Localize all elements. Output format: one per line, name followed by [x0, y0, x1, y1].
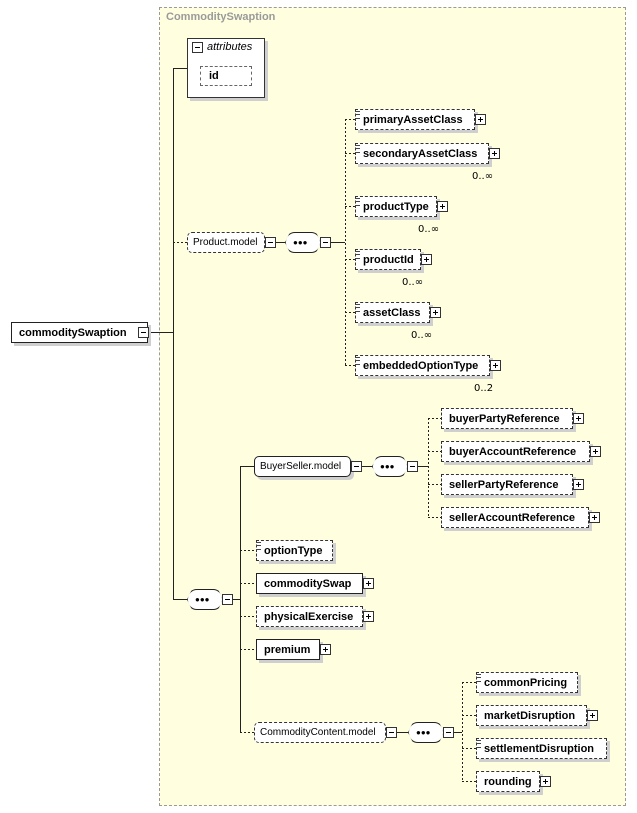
collapse-icon[interactable] — [265, 237, 276, 248]
element-secondary-asset-class[interactable]: secondaryAssetClass — [355, 143, 489, 164]
root-element-label: commoditySwaption — [19, 326, 127, 339]
expand-icon[interactable] — [589, 512, 600, 523]
product-model-label: Product.model — [193, 237, 258, 248]
element-rounding[interactable]: rounding — [476, 771, 540, 792]
element-primary-asset-class[interactable]: primaryAssetClass — [355, 109, 475, 130]
element-embedded-option-type[interactable]: embeddedOptionType — [355, 355, 490, 376]
collapse-icon[interactable] — [192, 42, 203, 53]
buyer-seller-model-label: BuyerSeller.model — [260, 461, 342, 472]
expand-icon[interactable] — [320, 644, 331, 655]
collapse-icon[interactable] — [407, 461, 418, 472]
expand-icon[interactable] — [573, 413, 584, 424]
element-label: sellerAccountReference — [449, 511, 575, 524]
collapse-icon[interactable] — [138, 327, 149, 338]
cardinality-label: 0..∞ — [418, 224, 440, 235]
element-settlement-disruption[interactable]: settlementDisruption — [476, 738, 607, 759]
element-common-pricing[interactable]: commonPricing — [476, 672, 578, 693]
expand-icon[interactable] — [421, 254, 432, 265]
element-buyer-account-reference[interactable]: buyerAccountReference — [441, 441, 590, 462]
element-physical-exercise[interactable]: physicalExercise — [256, 606, 363, 627]
element-buyer-party-reference[interactable]: buyerPartyReference — [441, 408, 573, 429]
element-label: commoditySwap — [264, 577, 352, 590]
element-label: physicalExercise — [264, 610, 354, 623]
expand-icon[interactable] — [489, 148, 500, 159]
element-icon — [355, 198, 360, 206]
collapse-icon[interactable] — [386, 727, 397, 738]
element-label: buyerPartyReference — [449, 412, 560, 425]
element-product-type[interactable]: productType — [355, 196, 437, 217]
collapse-icon[interactable] — [351, 461, 362, 472]
attributes-title: attributes — [207, 41, 253, 53]
element-icon — [355, 111, 360, 119]
expand-icon[interactable] — [475, 114, 486, 125]
sequence-dots-icon: ●●● — [416, 728, 431, 737]
element-label: settlementDisruption — [484, 742, 595, 755]
element-label: productType — [363, 200, 429, 213]
element-seller-party-reference[interactable]: sellerPartyReference — [441, 474, 573, 495]
root-element[interactable]: commoditySwaption — [11, 322, 148, 343]
cardinality-label: 0..2 — [474, 383, 494, 394]
expand-icon[interactable] — [587, 710, 598, 721]
element-label: buyerAccountReference — [449, 445, 577, 458]
element-icon — [355, 357, 360, 365]
element-icon — [256, 542, 261, 550]
collapse-icon[interactable] — [222, 594, 233, 605]
buyer-seller-model-group[interactable]: BuyerSeller.model — [254, 456, 351, 477]
element-icon — [476, 740, 481, 748]
expand-icon[interactable] — [363, 611, 374, 622]
product-model-group[interactable]: Product.model — [187, 232, 265, 253]
element-label: rounding — [484, 775, 532, 788]
attribute-id: id — [200, 66, 252, 86]
element-label: productId — [363, 253, 414, 266]
element-option-type[interactable]: optionType — [256, 540, 333, 561]
expand-icon[interactable] — [590, 446, 601, 457]
commodity-content-model-group[interactable]: CommodityContent.model — [254, 722, 386, 743]
element-label: premium — [264, 643, 311, 656]
element-label: optionType — [264, 544, 323, 557]
element-label: commonPricing — [484, 676, 568, 689]
element-label: marketDisruption — [484, 709, 576, 722]
sequence-dots-icon: ●●● — [195, 595, 210, 604]
element-label: secondaryAssetClass — [363, 147, 478, 160]
element-seller-account-reference[interactable]: sellerAccountReference — [441, 507, 589, 528]
element-product-id[interactable]: productId — [355, 249, 421, 270]
expand-icon[interactable] — [490, 360, 501, 371]
collapse-icon[interactable] — [443, 727, 454, 738]
complex-type-title: CommoditySwaption — [166, 11, 276, 23]
expand-icon[interactable] — [363, 578, 374, 589]
sequence-dots-icon: ●●● — [380, 462, 395, 471]
expand-icon[interactable] — [437, 201, 448, 212]
element-icon — [355, 251, 360, 259]
element-label: primaryAssetClass — [363, 113, 463, 126]
element-icon — [355, 145, 360, 153]
element-asset-class[interactable]: assetClass — [355, 302, 430, 323]
collapse-icon[interactable] — [320, 237, 331, 248]
element-commodity-swap[interactable]: commoditySwap — [256, 573, 363, 594]
commodity-content-model-label: CommodityContent.model — [260, 727, 376, 738]
element-premium[interactable]: premium — [256, 639, 320, 660]
sequence-dots-icon: ●●● — [293, 238, 308, 247]
cardinality-label: 0..∞ — [402, 277, 424, 288]
element-icon — [355, 304, 360, 312]
element-label: assetClass — [363, 306, 421, 319]
element-label: sellerPartyReference — [449, 478, 559, 491]
expand-icon[interactable] — [573, 479, 584, 490]
expand-icon[interactable] — [430, 307, 441, 318]
cardinality-label: 0..∞ — [411, 330, 433, 341]
element-icon — [476, 674, 481, 682]
expand-icon[interactable] — [540, 776, 551, 787]
cardinality-label: 0..∞ — [472, 171, 494, 182]
element-market-disruption[interactable]: marketDisruption — [476, 705, 587, 726]
element-label: embeddedOptionType — [363, 359, 479, 372]
